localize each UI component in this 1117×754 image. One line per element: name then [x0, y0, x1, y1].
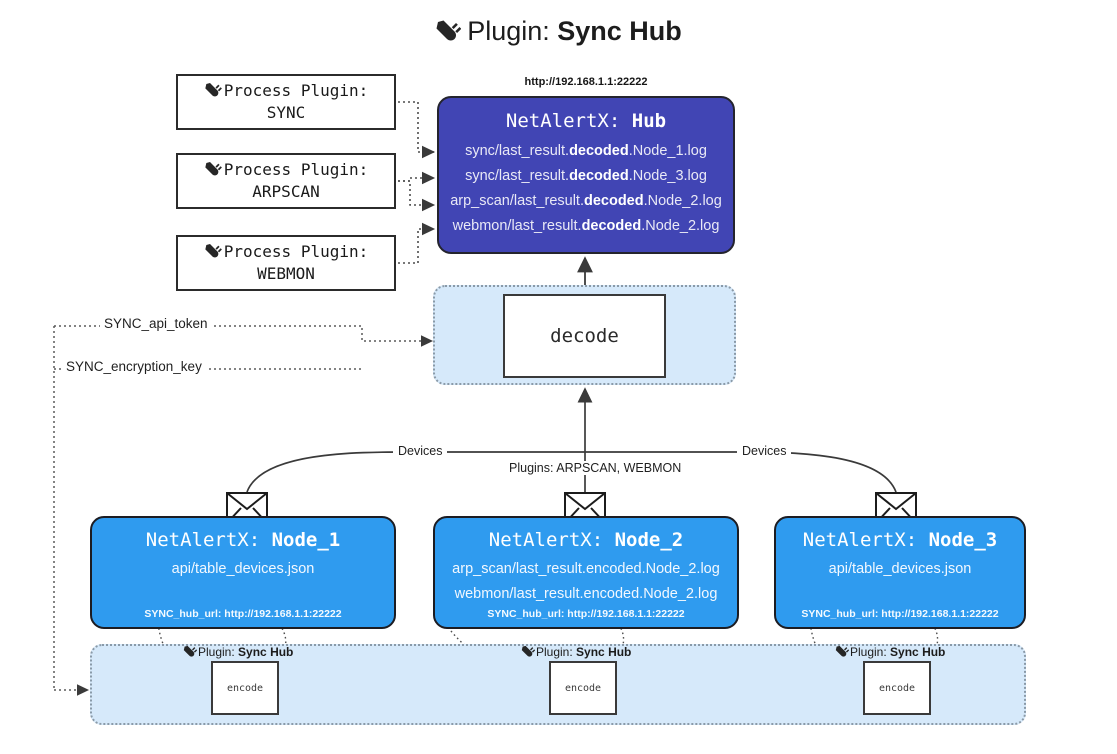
- node-hub-url: SYNC_hub_url: http://192.168.1.1:22222: [144, 608, 342, 620]
- plugin-to-hub-connectors: [398, 101, 436, 264]
- hub-log-line: arp_scan/last_result.decoded.Node_2.log: [450, 193, 722, 209]
- node-box-node-1[interactable]: NetAlertX: Node_1 api/table_devices.json…: [90, 516, 396, 629]
- hub-title: NetAlertX: Hub: [439, 110, 733, 132]
- node-title-name: Node_2: [614, 529, 684, 551]
- encode-plugin-name: Sync Hub: [890, 645, 946, 659]
- node-box-node-3[interactable]: NetAlertX: Node_3 api/table_devices.json…: [774, 516, 1026, 629]
- node-title: NetAlertX: Node_1: [92, 529, 394, 551]
- node-hub-url: SYNC_hub_url: http://192.168.1.1:22222: [801, 608, 999, 620]
- node-line: api/table_devices.json: [171, 561, 315, 577]
- hub-url-label: http://192.168.1.1:22222: [524, 76, 648, 88]
- hub-title-name: Hub: [631, 110, 667, 132]
- encode-plugin-label: Plugin: Sync Hub: [521, 645, 631, 661]
- page-title: Plugin: Sync Hub: [0, 16, 1117, 50]
- decode-box[interactable]: decode: [503, 294, 666, 378]
- plug-icon: [435, 19, 462, 50]
- encode-plugin-label: Plugin: Sync Hub: [835, 645, 945, 661]
- node-hub-url: SYNC_hub_url: http://192.168.1.1:22222: [487, 608, 685, 620]
- edge-label-plugins-center: Plugins: ARPSCAN, WEBMON: [504, 461, 687, 475]
- node-line: api/table_devices.json: [828, 561, 972, 577]
- plug-icon: [835, 645, 850, 661]
- plug-icon: [521, 645, 536, 661]
- process-plugin-line2: ARPSCAN: [252, 182, 320, 201]
- encode-box[interactable]: encode: [549, 661, 617, 715]
- node-title-prefix: NetAlertX:: [802, 529, 918, 551]
- encode-plugin-name: Sync Hub: [238, 645, 294, 659]
- encode-plugin-label: Plugin: Sync Hub: [183, 645, 293, 661]
- node-line: arp_scan/last_result.encoded.Node_2.log: [452, 561, 720, 577]
- process-plugin-line1: Process Plugin:: [223, 160, 369, 179]
- plug-icon: [204, 243, 222, 264]
- node-title-prefix: NetAlertX:: [488, 529, 604, 551]
- encode-box[interactable]: encode: [863, 661, 931, 715]
- node-line-list: api/table_devices.json: [776, 557, 1024, 582]
- page-title-name: Sync Hub: [557, 16, 682, 46]
- encode-plugin-prefix: Plugin:: [850, 645, 887, 659]
- node-line-list: api/table_devices.json: [92, 557, 394, 582]
- hub-node[interactable]: NetAlertX: Hub sync/last_result.decoded.…: [437, 96, 735, 254]
- edge-label-devices-left: Devices: [393, 444, 448, 458]
- node-title: NetAlertX: Node_2: [435, 529, 737, 551]
- encode-box[interactable]: encode: [211, 661, 279, 715]
- hub-log-list: sync/last_result.decoded.Node_1.log sync…: [439, 139, 733, 239]
- plug-icon: [204, 161, 222, 182]
- process-plugin-line1: Process Plugin:: [223, 242, 369, 261]
- encode-plugin-name: Sync Hub: [576, 645, 632, 659]
- plug-icon: [183, 645, 198, 661]
- node-title-name: Node_3: [928, 529, 998, 551]
- plug-icon: [204, 82, 222, 103]
- edge-label-devices-right: Devices: [737, 444, 792, 458]
- process-plugin-line1: Process Plugin:: [223, 81, 369, 100]
- node-line-list: arp_scan/last_result.encoded.Node_2.log …: [435, 557, 737, 607]
- hub-log-line: sync/last_result.decoded.Node_3.log: [465, 168, 707, 184]
- encode-plugin-prefix: Plugin:: [536, 645, 573, 659]
- node-title-prefix: NetAlertX:: [145, 529, 261, 551]
- process-plugin-line2: WEBMON: [257, 264, 315, 283]
- node-title: NetAlertX: Node_3: [776, 529, 1024, 551]
- process-plugin-box-sync[interactable]: Process Plugin: SYNC: [176, 74, 396, 130]
- process-plugin-line2: SYNC: [266, 103, 306, 122]
- wire-label-sync-api-token: SYNC_api_token: [100, 316, 212, 331]
- encode-plugin-prefix: Plugin:: [198, 645, 235, 659]
- node-title-name: Node_1: [271, 529, 341, 551]
- node-line: webmon/last_result.encoded.Node_2.log: [454, 586, 718, 602]
- wire-label-sync-encryption-key: SYNC_encryption_key: [62, 359, 206, 374]
- process-plugin-box-webmon[interactable]: Process Plugin: WEBMON: [176, 235, 396, 291]
- page-title-prefix: Plugin:: [467, 16, 550, 46]
- node-to-decode-edges: [246, 387, 897, 493]
- hub-log-line: sync/last_result.decoded.Node_1.log: [465, 143, 707, 159]
- node-box-node-2[interactable]: NetAlertX: Node_2 arp_scan/last_result.e…: [433, 516, 739, 629]
- process-plugin-box-arpscan[interactable]: Process Plugin: ARPSCAN: [176, 153, 396, 209]
- hub-log-line: webmon/last_result.decoded.Node_2.log: [452, 218, 720, 234]
- hub-title-prefix: NetAlertX:: [505, 110, 621, 132]
